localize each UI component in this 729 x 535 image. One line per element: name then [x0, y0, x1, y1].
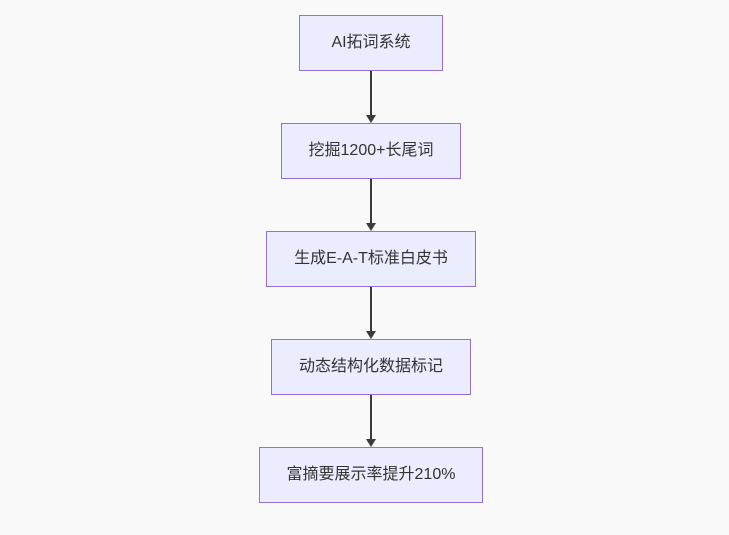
- flow-node-label: 动态结构化数据标记: [298, 358, 443, 375]
- arrowhead-down-icon: [366, 439, 376, 447]
- flow-arrow-down: [365, 287, 377, 339]
- arrowhead-down-icon: [366, 115, 376, 123]
- flow-node: 挖掘1200+长尾词: [280, 123, 462, 179]
- flow-arrow-down: [365, 71, 377, 123]
- arrow-line: [370, 287, 372, 333]
- flow-arrow-down: [365, 395, 377, 447]
- arrowhead-down-icon: [366, 331, 376, 339]
- arrow-line: [370, 71, 372, 117]
- flow-arrow-down: [365, 179, 377, 231]
- flow-node: 生成E-A-T标准白皮书: [266, 231, 476, 287]
- arrow-line: [370, 179, 372, 225]
- arrowhead-down-icon: [366, 223, 376, 231]
- flow-node-label: 生成E-A-T标准白皮书: [294, 250, 448, 267]
- arrow-line: [370, 395, 372, 441]
- flow-node-label: 挖掘1200+长尾词: [308, 142, 434, 159]
- flow-node: AI拓词系统: [299, 15, 443, 71]
- flow-node-label: 富摘要展示率提升210%: [286, 466, 456, 483]
- flow-node: 富摘要展示率提升210%: [258, 447, 484, 503]
- flowchart-column: AI拓词系统挖掘1200+长尾词生成E-A-T标准白皮书动态结构化数据标记富摘要…: [0, 15, 729, 503]
- flow-node-label: AI拓词系统: [331, 34, 411, 51]
- flow-node: 动态结构化数据标记: [270, 339, 471, 395]
